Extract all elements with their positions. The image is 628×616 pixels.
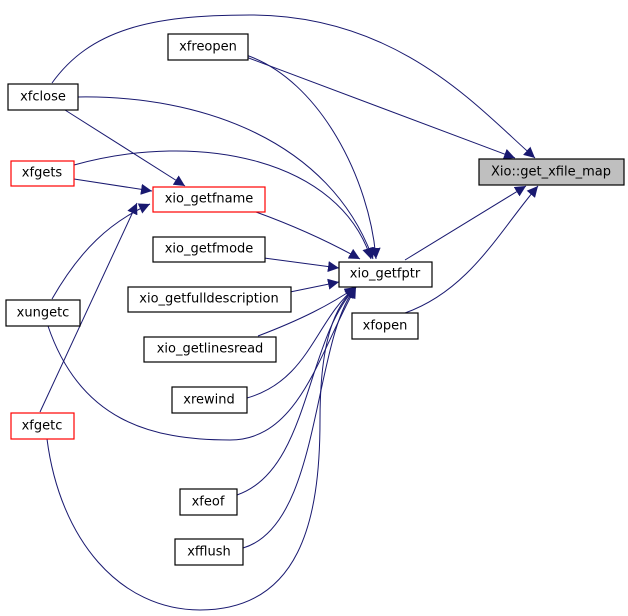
node-label: xio_getfmode [165, 242, 254, 257]
edge-xfopen-get_xfile_map [404, 185, 539, 314]
edge-xrewind-xio_getfptr [246, 286, 357, 399]
node-xfopen[interactable]: xfopen [351, 312, 419, 340]
node-xungetc[interactable]: xungetc [5, 299, 81, 327]
node-label: xio_getfulldescription [139, 292, 278, 307]
node-label: xfflush [187, 545, 231, 560]
node-get_xfile_map: Xio::get_xfile_map [478, 158, 625, 186]
node-xrewind[interactable]: xrewind [171, 386, 248, 414]
edges [39, 14, 539, 611]
node-xio_getfmode[interactable]: xio_getfmode [152, 236, 266, 263]
node-xfreopen[interactable]: xfreopen [167, 33, 249, 61]
node-xio_getlinesread[interactable]: xio_getlinesread [143, 336, 277, 363]
edge-xungetc-xio_getfname [51, 203, 151, 300]
edge-xfflush-xio_getfptr [242, 286, 357, 549]
node-label: xfgetc [22, 419, 63, 434]
edge-xfreopen-get_xfile_map [245, 56, 516, 160]
node-xio_getfptr[interactable]: xio_getfptr [338, 261, 433, 288]
edge-xio_getfptr-get_xfile_map [404, 185, 527, 261]
edge-xfgetc-xio_getfname [39, 202, 138, 413]
node-xio_getfulldescription[interactable]: xio_getfulldescription [127, 286, 292, 313]
edge-xfclose-xio_getfname [64, 109, 186, 187]
node-label: xio_getfptr [350, 267, 421, 282]
node-label: xfeof [192, 495, 225, 510]
edge-xfeof-xio_getfptr [236, 286, 357, 496]
node-label: xfopen [363, 319, 408, 334]
edge-xio_getfmode-xio_getfptr [263, 257, 340, 272]
node-xfeof[interactable]: xfeof [179, 488, 238, 516]
edge-xio_getfulldescription-xio_getfptr [289, 278, 340, 293]
node-xfflush[interactable]: xfflush [174, 538, 244, 566]
node-xio_getfname[interactable]: xio_getfname [152, 186, 266, 213]
node-xfgetc[interactable]: xfgetc [10, 412, 75, 440]
node-label: xfreopen [179, 40, 237, 55]
edge-xfclose-get_xfile_map [51, 14, 536, 159]
edge-xfgets-xio_getfname [73, 178, 153, 195]
node-label: xfclose [20, 90, 66, 105]
node-label: Xio::get_xfile_map [491, 165, 611, 180]
node-xfgets[interactable]: xfgets [10, 160, 75, 187]
node-label: xio_getlinesread [157, 342, 264, 357]
edge-xfgets-xio_getfptr [73, 150, 373, 260]
node-label: xrewind [183, 393, 235, 408]
node-xfclose[interactable]: xfclose [7, 83, 79, 111]
node-label: xungetc [17, 306, 70, 321]
edge-xfreopen-xio_getfptr [245, 54, 381, 260]
edge-xfgetc-xio_getfptr [46, 286, 357, 611]
node-label: xio_getfname [165, 192, 254, 207]
node-label: xfgets [22, 166, 63, 181]
edge-xio_getfname-xio_getfptr [255, 211, 361, 260]
edge-xfclose-xio_getfptr [77, 96, 375, 260]
